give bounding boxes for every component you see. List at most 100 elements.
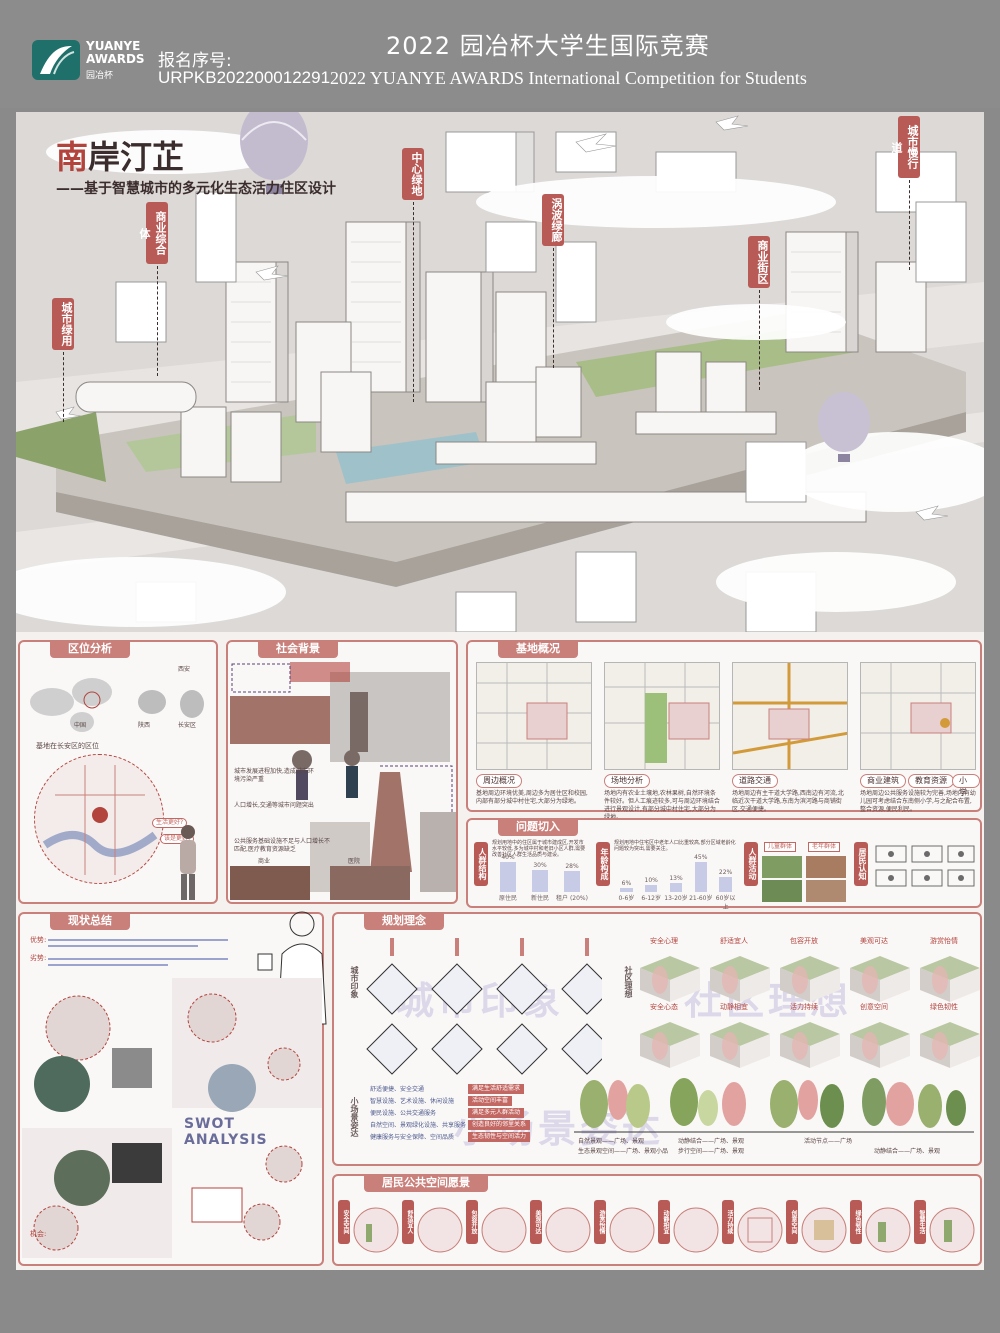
site-map-traffic <box>732 662 848 770</box>
site-label-buildings: 商业建筑 <box>860 774 906 788</box>
label-commercial-complex: 商业综合体 <box>138 202 168 264</box>
reg-label: 报名序号: <box>158 51 232 71</box>
site-text-analysis: 场地内有农业土壤地,农林果树,自然环境条件较好。但人工痕迹较多,可与周边环境结合… <box>604 790 720 821</box>
bar-value-label: 22% <box>718 869 733 877</box>
site-label-analysis: 场地分析 <box>604 774 650 788</box>
site-map-surroundings <box>476 662 592 770</box>
cognition-icons <box>875 845 975 887</box>
public-tag-9: 绿色韧性 <box>850 1200 862 1244</box>
concept-pill-2: 活动空间丰富 <box>468 1096 513 1106</box>
bar-value-label: 13% <box>669 875 683 883</box>
leader-line <box>909 180 910 270</box>
cube-label-1: 安全心理 <box>650 937 678 945</box>
community-cubes <box>640 956 980 1068</box>
leader-line <box>759 290 760 390</box>
issue-label-elderly: 老年群体 <box>808 842 841 852</box>
chart-bar <box>669 883 683 892</box>
social-note-1: 城市发展进程加快,造成城市环境污染严重 <box>234 768 314 783</box>
logo-cn: 园冶杯 <box>86 71 114 81</box>
panel-title: 社会背景 <box>258 640 338 658</box>
concept-left-tag: 城市印象 <box>350 966 359 998</box>
panel-public-space: 居民公共空间愿景 安全空间 舒适宜人 包容开放 美观可达 游赏怡情 动静相宜 活… <box>332 1174 982 1266</box>
issue-tag-activity: 人群活动 <box>744 842 758 886</box>
bar-value-label: 28% <box>565 863 579 870</box>
leader-line <box>413 202 414 402</box>
site-label-education: 教育资源 <box>908 774 954 788</box>
cube-label-9: 创意空间 <box>860 1003 888 1011</box>
site-text-traffic: 场地周边有主干道大学路,西南边有河流,北临近次干道大学路,东南为滨河路与商铺街区… <box>732 790 844 813</box>
site-map-buildings <box>860 662 976 770</box>
site-label-school: 小学 <box>952 774 980 797</box>
public-tag-8: 创意空间 <box>786 1200 798 1244</box>
cube-label-8: 活力持续 <box>790 1003 818 1011</box>
public-space-strip <box>353 1207 975 1253</box>
panel-title: 现状总结 <box>50 912 130 930</box>
keyword-1: 舒适便捷、安全交通 <box>370 1086 425 1093</box>
label-central-green: 中心绿地 <box>402 148 424 200</box>
panel-title: 区位分析 <box>50 640 130 658</box>
bar-category-label: 新住民 <box>530 895 549 902</box>
location-circle <box>34 754 164 884</box>
reg-code: URPKB202200012291 <box>158 68 331 87</box>
chart-bar <box>564 871 580 892</box>
hero-aerial: 南岸汀芷 ——基于智慧城市的多元化生态活力住区设计 城市绿用 商业综合体 中心绿… <box>16 112 984 632</box>
status-text-block <box>48 954 228 968</box>
bar-category-label: 0-6岁 <box>618 895 635 902</box>
status-text-block <box>48 936 228 966</box>
scene-trees <box>574 1078 974 1133</box>
social-note-3: 公共服务基础设施不足与人口增长不匹配,医疗教育资源缺乏 <box>234 838 331 853</box>
logo-swoosh-icon <box>40 46 75 75</box>
poster: 南岸汀芷 ——基于智慧城市的多元化生态活力住区设计 城市绿用 商业综合体 中心绿… <box>16 112 984 1270</box>
bar-category-label: 租户 (20%) <box>556 895 588 902</box>
chart-bar <box>620 888 633 892</box>
leader-line <box>63 352 64 422</box>
bar-category-label: 6-12岁 <box>641 895 661 902</box>
panel-title: 基地概况 <box>498 640 578 658</box>
district-map <box>42 765 158 875</box>
bar-value-label: 45% <box>694 854 708 861</box>
social-caption-hospital: 医院 <box>348 858 361 865</box>
concept-pill-5: 生态韧性与空间活力 <box>468 1132 531 1142</box>
bubble-2: 该是更好! <box>160 834 195 844</box>
public-tag-3: 包容开放 <box>466 1200 478 1244</box>
bar-value-label: 6% <box>621 880 632 887</box>
panel-concept: 规划理念 城市印象 社区理想 小场景姿达 城市印象 社区理想 安全心理 舒适宜人… <box>332 912 982 1166</box>
cube-label-6: 安全心态 <box>650 1003 678 1011</box>
bar-category-label: 原住民 <box>498 895 517 902</box>
hero-title-rest: 岸汀芷 <box>88 138 185 176</box>
chart-bar <box>645 885 658 892</box>
logo-name: YUANYE AWARDS <box>86 39 145 66</box>
tree-caption-6: 动静结合——广场、景观 <box>874 1148 941 1155</box>
hero-title: 南岸汀芷 <box>56 132 184 178</box>
issue-tag-structure: 人群结构 <box>474 842 488 886</box>
bar-value-label: 10% <box>644 877 658 885</box>
status-tag-strength: 优势: <box>30 936 47 944</box>
public-tag-7: 活力持续 <box>722 1200 734 1244</box>
hero-title-red: 南 <box>56 138 89 176</box>
site-map-analysis <box>604 662 720 770</box>
swot-title: SWOT ANALYSIS <box>184 1116 268 1148</box>
public-tag-2: 舒适宜人 <box>402 1200 414 1244</box>
balloon-icon <box>240 112 870 462</box>
public-tag-10: 智慧生活 <box>914 1200 926 1244</box>
social-note-2: 人口增长,交通等城市问题突出 <box>234 802 314 809</box>
cube-label-3: 包容开放 <box>790 937 818 945</box>
bar-value-label: 40% <box>501 854 515 861</box>
tree-caption-5: 活动节点——广场 <box>804 1138 853 1145</box>
activity-photos <box>762 856 846 902</box>
issue-tag-cognition: 居民认知 <box>854 842 868 886</box>
site-label-traffic: 道路交通 <box>732 774 778 788</box>
keyword-3: 便民设施、公共交通服务 <box>370 1110 437 1117</box>
chart-bar <box>694 862 707 892</box>
panel-status: 现状总结 优势: 劣势: SW <box>18 911 327 1266</box>
issue-text-structure: 规划用地中的住区属于城市建成区,开发市水平较低,多为城中村和老旧小区人群,需要改… <box>492 840 586 858</box>
site-label-surroundings: 周边概况 <box>476 774 522 788</box>
cube-label-7: 动静相宜 <box>720 1003 748 1011</box>
bar-category-label: 21-60岁 <box>689 895 713 902</box>
concept-pill-1: 满足生活舒适需求 <box>468 1084 525 1094</box>
label-wave-corridor: 涡波绿廊 <box>542 194 564 246</box>
cube-label-4: 美观可达 <box>860 937 888 945</box>
cube-label-2: 舒适宜人 <box>720 937 748 945</box>
bar-category-label: 60岁以上 <box>715 895 736 911</box>
